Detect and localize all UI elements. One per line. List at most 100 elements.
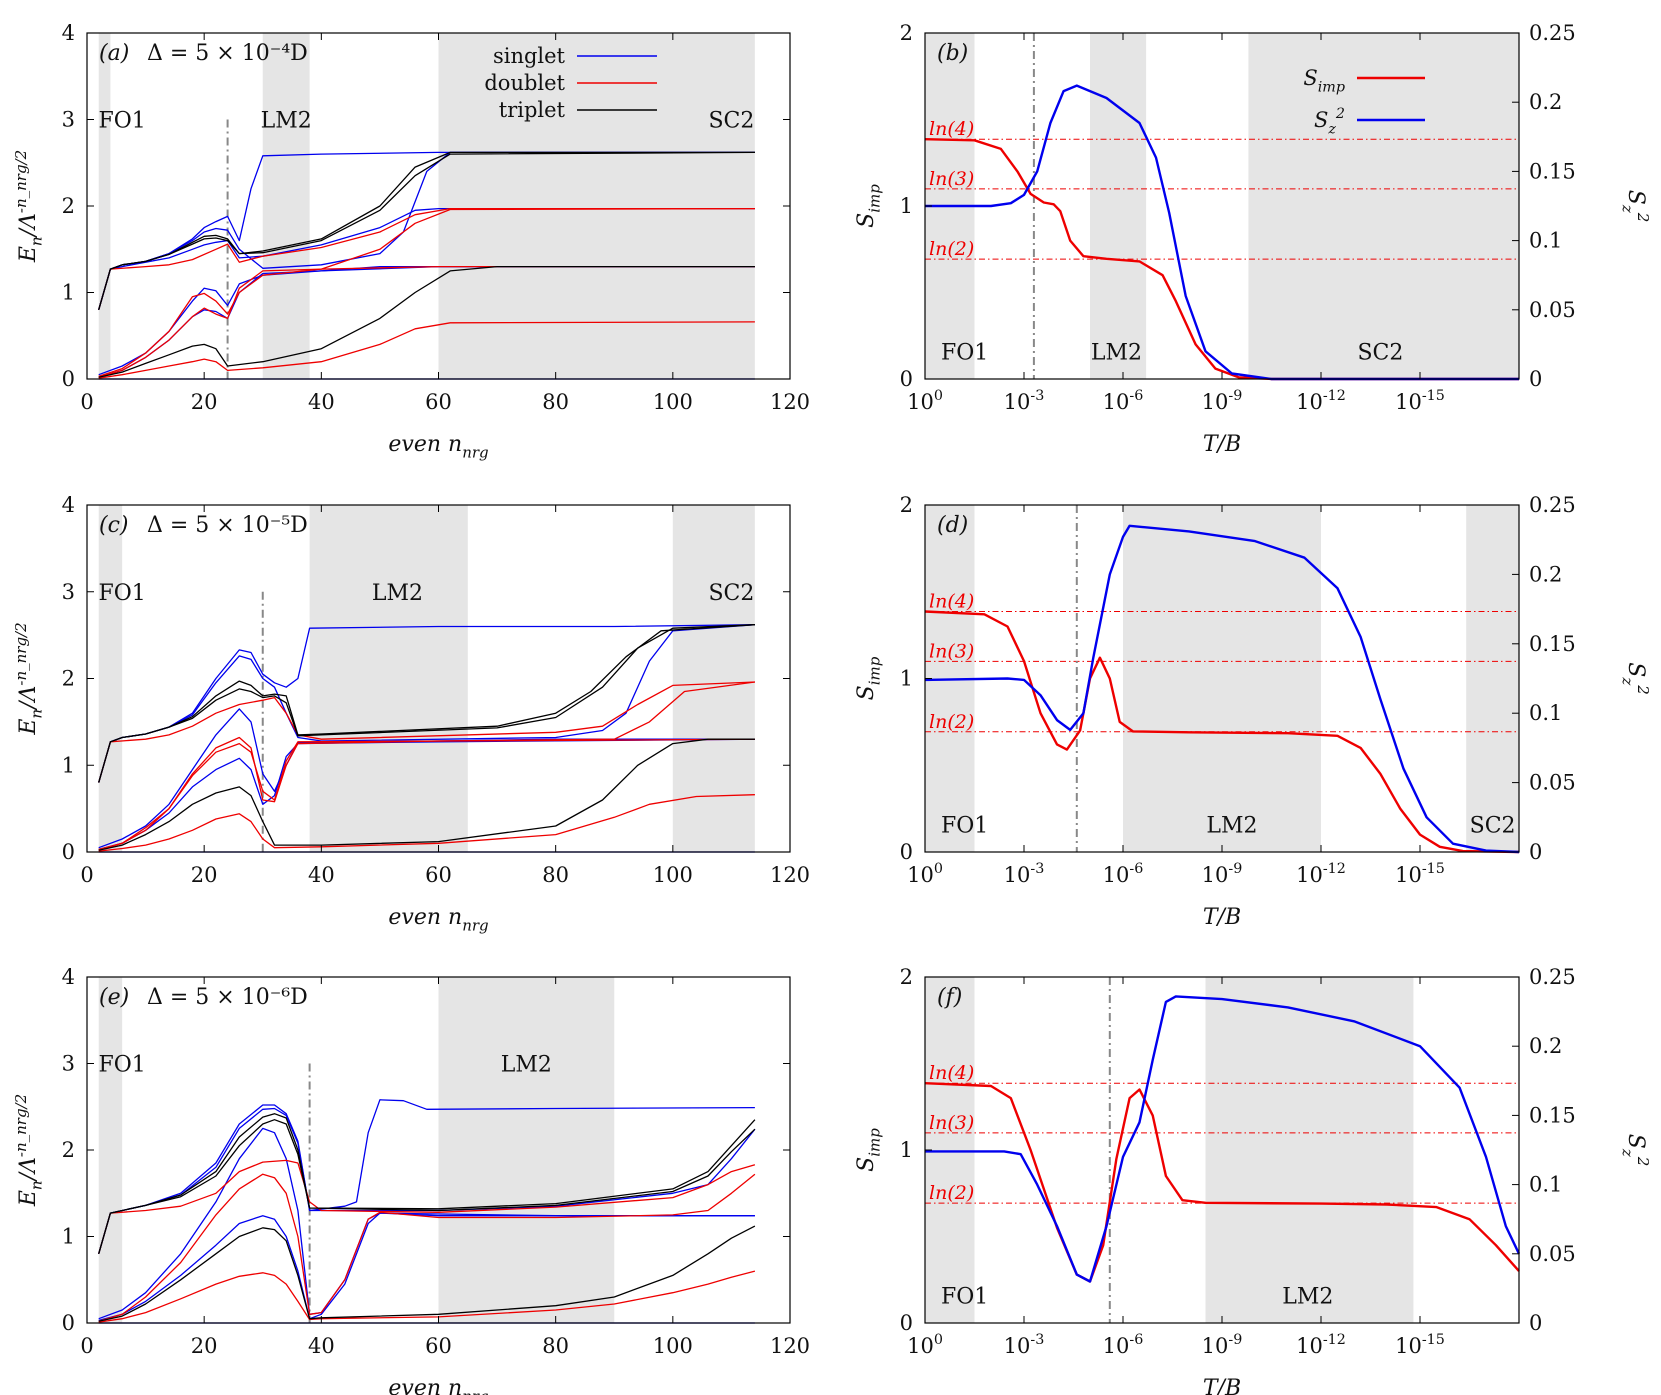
shaded-region [1466, 505, 1519, 852]
x-tick-label: 120 [770, 1334, 810, 1358]
y-tick-label: 3 [62, 108, 75, 132]
x-tick-label: 10-15 [1395, 388, 1445, 414]
x-tick-label: 40 [308, 863, 335, 887]
x-tick-label: 10-3 [1004, 388, 1045, 414]
region-label: FO1 [98, 581, 145, 606]
series-line-doublet [98, 738, 755, 851]
series-line-doublet [98, 681, 755, 851]
reference-line-label: ln(2) [929, 1182, 974, 1204]
y-tick-label: 2 [900, 493, 913, 517]
series-line-doublet [98, 265, 755, 378]
y2-tick-label: 0.05 [1529, 1242, 1576, 1266]
series-line-triplet [98, 1113, 756, 1254]
x-axis-label: even nnrg [388, 432, 488, 462]
shaded-region [98, 33, 111, 379]
x-tick-label: 100 [653, 863, 693, 887]
x-tick-label: 80 [542, 390, 569, 414]
y-axis-label: Simp [854, 1128, 884, 1172]
y-tick-label: 1 [62, 1225, 75, 1249]
legend-label: Sz2 [1314, 106, 1345, 137]
y-tick-label: 1 [900, 194, 913, 218]
region-label: FO1 [941, 341, 988, 366]
region-label: LM2 [261, 109, 312, 134]
x-axis-label: even nnrg [388, 1376, 488, 1395]
y-tick-label: 0 [900, 840, 913, 864]
x-tick-label: 20 [191, 863, 218, 887]
y2-tick-label: 0.2 [1529, 562, 1562, 586]
x-tick-label: 10-6 [1103, 861, 1144, 887]
x-axis-label: T/B [1203, 905, 1241, 930]
y2-tick-label: 0 [1529, 840, 1542, 864]
series-line-triplet [98, 151, 755, 310]
x-tick-label: 10-6 [1103, 388, 1144, 414]
series-line-doublet [98, 207, 755, 310]
shaded-region [262, 33, 310, 379]
x-axis-label: T/B [1203, 432, 1241, 457]
x-tick-label: 10-12 [1296, 861, 1346, 887]
shaded-region [309, 505, 468, 852]
x-tick-label: 10-15 [1395, 1332, 1445, 1358]
series-line-doublet [98, 321, 755, 379]
y-tick-label: 4 [62, 493, 75, 517]
shaded-region [98, 977, 123, 1323]
panel-label: (c) [99, 513, 129, 538]
series-line-sz2 [924, 524, 1520, 854]
y2-axis-label: Sz2 [1618, 662, 1652, 695]
x-tick-label: 0 [80, 1334, 93, 1358]
shaded-region [1123, 505, 1321, 852]
y2-tick-label: 0 [1529, 367, 1542, 391]
series-line-triplet [98, 738, 755, 851]
x-tick-label: 0 [80, 390, 93, 414]
y2-tick-label: 0.1 [1529, 229, 1562, 253]
y2-tick-label: 0.15 [1529, 632, 1576, 656]
region-label: SC2 [1357, 341, 1403, 366]
x-tick-label: 20 [191, 1334, 218, 1358]
y-axis-label: Simp [854, 184, 884, 228]
y2-tick-label: 0.15 [1529, 159, 1576, 183]
legend-label: Simp [1303, 66, 1345, 95]
y-tick-label: 2 [900, 965, 913, 989]
panel-label: (a) [99, 41, 129, 66]
y-tick-label: 1 [62, 281, 75, 305]
region-label: LM2 [501, 1053, 552, 1078]
x-tick-label: 100 [907, 1332, 943, 1358]
series-line-triplet [98, 624, 755, 783]
y2-tick-label: 0.25 [1529, 21, 1576, 45]
shaded-region [98, 505, 123, 852]
y-tick-label: 2 [900, 21, 913, 45]
series-line-singlet [98, 1099, 755, 1254]
x-tick-label: 80 [542, 1334, 569, 1358]
region-label: LM2 [1091, 341, 1142, 366]
shaded-region [1090, 33, 1147, 379]
y2-tick-label: 0.2 [1529, 1034, 1562, 1058]
region-label: SC2 [1470, 814, 1516, 839]
x-tick-label: 60 [425, 863, 452, 887]
y2-tick-label: 0.05 [1529, 771, 1576, 795]
y2-tick-label: 0.15 [1529, 1103, 1576, 1127]
series-line-doublet [98, 207, 755, 378]
reference-line-label: ln(3) [929, 640, 974, 662]
series-line-singlet [98, 1127, 755, 1320]
y-tick-label: 3 [62, 1052, 75, 1076]
reference-line-label: ln(3) [929, 168, 974, 190]
y2-axis-label: Sz2 [1618, 190, 1652, 223]
series-line-triplet [98, 265, 755, 378]
series-line-simp [924, 610, 1520, 854]
panel-annotation: Δ = 5 × 10⁻⁵D [147, 513, 308, 538]
x-tick-label: 10-6 [1103, 1332, 1144, 1358]
y-axis-label: En/Λ-n_nrg/2 [12, 1094, 46, 1207]
region-label: FO1 [98, 1053, 145, 1078]
y-axis-label: Simp [854, 656, 884, 700]
shaded-region [672, 505, 755, 852]
x-tick-label: 10-9 [1202, 1332, 1243, 1358]
series-line-singlet [98, 207, 755, 310]
shaded-region [438, 33, 755, 379]
x-tick-label: 60 [425, 1334, 452, 1358]
y-tick-label: 1 [900, 667, 913, 691]
x-tick-label: 10-12 [1296, 1332, 1346, 1358]
y-tick-label: 0 [62, 367, 75, 391]
y-tick-label: 2 [62, 1138, 75, 1162]
x-tick-label: 10-15 [1395, 861, 1445, 887]
